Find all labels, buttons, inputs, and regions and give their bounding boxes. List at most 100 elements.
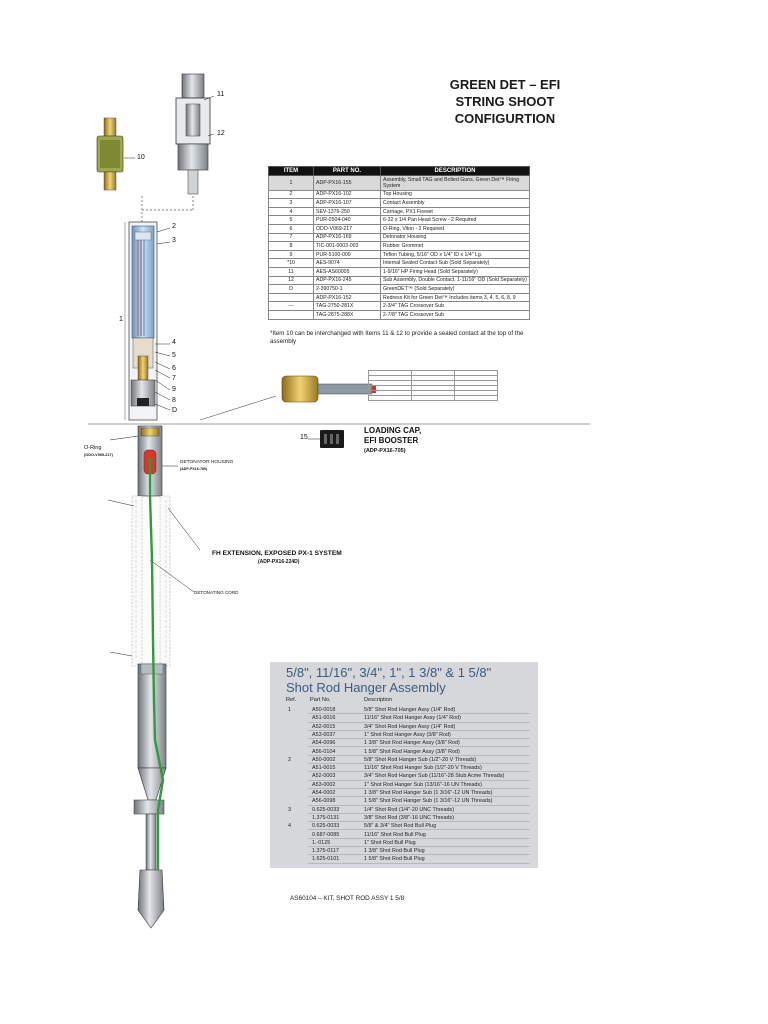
callout-3: 3 [172, 237, 176, 244]
hanger-cell-part: 1.375-0131 [312, 814, 340, 821]
hanger-cell-ref: 1 [288, 707, 291, 713]
hanger-col-desc: Description [364, 697, 392, 703]
parts-cell-item: 1 [268, 175, 314, 191]
hanger-cell-desc: 11/16" Shot Rod Hanger Assy (1/4" Rod) [364, 715, 461, 722]
parts-cell-item: 5 [268, 215, 314, 225]
hanger-row-rule [308, 829, 530, 831]
parts-cell-desc: 2-3/4" TAG Crossover Sub [380, 301, 530, 311]
hanger-cell-desc: 1 3/8" Shot Rod Hanger Sub (1 3/16"-12 U… [364, 790, 493, 796]
hanger-cell-part: A53-0002 [312, 781, 336, 788]
hanger-cell-desc: 1" Shot Rod Hanger Assy (3/8" Rod) [364, 731, 451, 738]
parts-cell-item: 6 [268, 223, 314, 234]
parts-cell-item [268, 309, 314, 320]
parts-cell-item: 8 [268, 241, 314, 251]
hanger-row-rule [308, 771, 530, 773]
hanger-cell-ref: 3 [288, 806, 291, 813]
parts-cell-desc: Carriage, PX1 Fireset [380, 206, 530, 217]
hanger-title-line-2: Shot Rod Hanger Assembly [286, 680, 446, 695]
parts-cell-item: *10 [268, 258, 314, 268]
parts-cell-part: ADP-PX16-107 [313, 198, 381, 208]
hanger-row-rule [308, 862, 530, 864]
header-part-no: PART NO. [313, 166, 381, 176]
hanger-cell-part: 0.625-0033 [312, 823, 340, 830]
callout-12: 12 [217, 130, 225, 137]
hanger-cell-part: A52-0015 [312, 723, 336, 730]
parts-cell-desc: Detonator Housing [380, 232, 530, 243]
hanger-row-rule [308, 821, 530, 823]
callout-9: 9 [172, 386, 176, 393]
hanger-cell-part: 1.625-0101 [312, 856, 340, 863]
hanger-cell-desc: 1 5/8" Shot Rod Hanger Sub (1 3/16"-12 U… [364, 798, 493, 805]
kit-caption: AS60104 – KIT, SHOT ROD ASSY 1 5/8 [290, 895, 405, 902]
parts-cell-part: PUR-5100-009 [313, 249, 381, 260]
fh-extension-label: FH EXTENSION, EXPOSED PX-1 SYSTEM (ADP-P… [212, 550, 342, 566]
fh-extension-part: (ADP-PX16-224D) [258, 559, 300, 565]
parts-cell-part: SEV-1376-250 [313, 206, 381, 217]
hanger-cell-desc: 1/4" Shot Rod (1/4"-20 UNC Threads) [364, 806, 455, 813]
hanger-cell-part: A51-0016 [312, 715, 336, 722]
hanger-row-rule [308, 854, 530, 856]
hanger-cell-part: A54-0002 [312, 790, 336, 796]
hanger-cell-desc: 1 5/8" Shot Rod Bull Plug [364, 856, 425, 863]
inset-parts-table [368, 370, 498, 401]
parts-cell-desc: Redress Kit for Green Det™ Includes item… [380, 292, 530, 303]
parts-cell-desc: Assembly, Small TAG and Bolted Guns, Gre… [380, 175, 530, 191]
parts-cell-part: ADP-PX16-245 [313, 275, 381, 286]
parts-cell-part: PUR-0504-040 [313, 215, 381, 225]
hanger-cell-part: 1.375-0117 [312, 848, 339, 855]
parts-cell-item [268, 292, 314, 303]
hanger-cell-desc: 3/4" Shot Rod Hanger Sub (11/16"-28 Stub… [364, 773, 505, 780]
callout-1: 1 [119, 316, 123, 323]
detonating-cord-line [148, 458, 165, 870]
hanger-cell-desc: 5/8" Shot Rod Hanger Assy (1/4" Rod) [364, 707, 456, 713]
hanger-col-part: Part No. [310, 697, 331, 703]
hanger-cell-part: A56-0098 [312, 798, 336, 805]
parts-cell-part: TAG-2875-288X [313, 309, 381, 320]
hanger-cell-part: A51-0015 [312, 765, 336, 772]
hanger-row: A54-0002 1 3/8" Shot Rod Hanger Sub (1 3/… [270, 789, 538, 798]
callout-4: 4 [172, 339, 176, 346]
hanger-row-rule [308, 796, 530, 798]
fh-extension-text: FH EXTENSION, EXPOSED PX-1 SYSTEM [212, 550, 342, 557]
callout-8: 8 [172, 397, 176, 404]
hanger-row-rule [308, 837, 530, 839]
hanger-cell-part: A50-0018 [312, 707, 336, 713]
parts-cell-desc: Rubber Grommet [380, 241, 530, 251]
hanger-row-rule [308, 846, 530, 848]
hanger-cell-part: 0.625-0033 [312, 806, 340, 813]
parts-cell-part: AES-AS60005 [313, 266, 381, 277]
callout-11: 11 [217, 91, 225, 98]
firing-head-drawing [175, 73, 215, 195]
parts-cell-item: D [268, 284, 314, 294]
parts-table-header: ITEM PART NO. DESCRIPTION [268, 166, 530, 176]
hanger-cell-desc: 1 5/8" Shot Rod Hanger Assy (3/8" Rod) [364, 748, 460, 755]
parts-cell-desc: Sub Assembly, Double Contact, 1-11/16" O… [380, 275, 530, 286]
detonator-housing-drawing [109, 425, 178, 497]
parts-cell-item: 12 [268, 275, 314, 286]
parts-cell-part: AES-9074 [313, 258, 381, 268]
parts-cell-desc: Top Housing [380, 189, 530, 200]
hanger-cell-desc: 1" Shot Rod Hanger Sub (13/16"-16 UN Thr… [364, 781, 482, 788]
parts-cell-part: TAG-2750-281X [313, 301, 381, 311]
title-line-2: STRING SHOOT [455, 94, 555, 109]
hanger-cell-ref: 2 [288, 756, 291, 763]
hanger-row: A53-0002 1" Shot Rod Hanger Sub (13/16"-1… [270, 781, 538, 789]
hanger-cell-desc: 11/16" Shot Rod Hanger Sub (1/2"-20 V Th… [364, 765, 482, 772]
